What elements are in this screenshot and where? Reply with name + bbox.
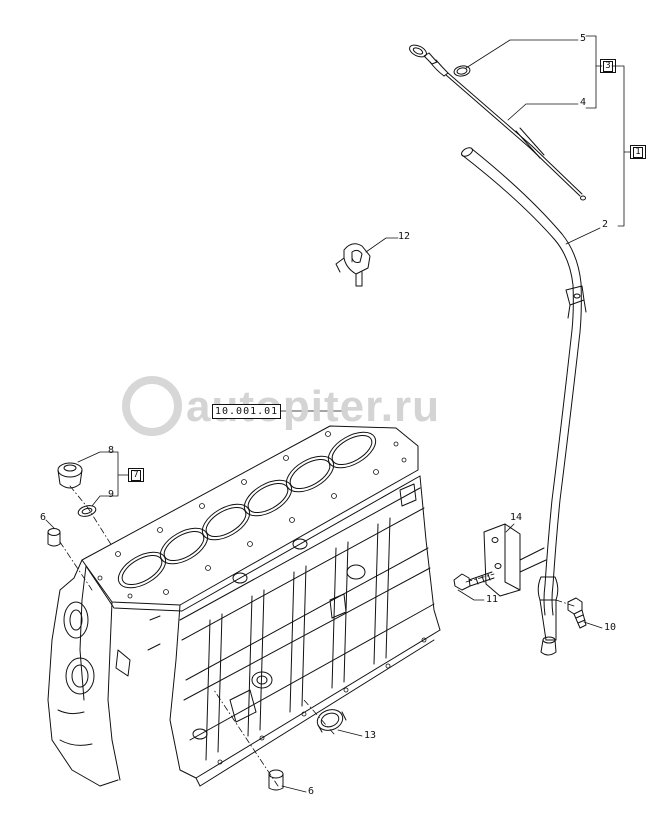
engine-block xyxy=(47,425,441,787)
plug xyxy=(57,462,83,489)
callout-7: 7 xyxy=(131,469,141,481)
washer xyxy=(77,505,97,517)
dowel-lower xyxy=(268,769,284,791)
watermark-logo xyxy=(122,376,182,436)
callout-13: 13 xyxy=(364,730,377,741)
callout-4: 4 xyxy=(580,97,587,108)
callout-6-lower: 6 xyxy=(308,786,315,797)
dipstick xyxy=(409,44,586,201)
dipstick-tube xyxy=(461,147,587,656)
callout-7-box: 7 xyxy=(128,468,144,482)
dowel-upper xyxy=(47,528,61,547)
reference-box: 10.001.01 xyxy=(212,404,282,419)
seal-ring xyxy=(316,709,347,733)
callout-3-box: 3 xyxy=(600,59,616,73)
bolt-11 xyxy=(453,571,495,591)
mounting-bracket xyxy=(483,523,547,597)
callout-2: 2 xyxy=(602,219,609,230)
callout-8: 8 xyxy=(108,445,115,456)
callout-6-upper: 6 xyxy=(40,512,47,523)
leader-lines xyxy=(45,35,631,793)
bolt-10 xyxy=(567,597,587,629)
callout-5: 5 xyxy=(580,33,587,44)
callout-3: 3 xyxy=(603,60,613,72)
callout-1: 1 xyxy=(633,146,643,158)
callout-12: 12 xyxy=(398,231,411,242)
callout-14: 14 xyxy=(510,512,523,523)
assembly-lines xyxy=(59,255,575,787)
callout-1-box: 1 xyxy=(630,145,646,159)
callout-10: 10 xyxy=(604,622,617,633)
callout-9: 9 xyxy=(108,489,115,500)
callout-11: 11 xyxy=(486,594,499,605)
o-ring xyxy=(453,65,471,77)
clip xyxy=(335,243,371,287)
